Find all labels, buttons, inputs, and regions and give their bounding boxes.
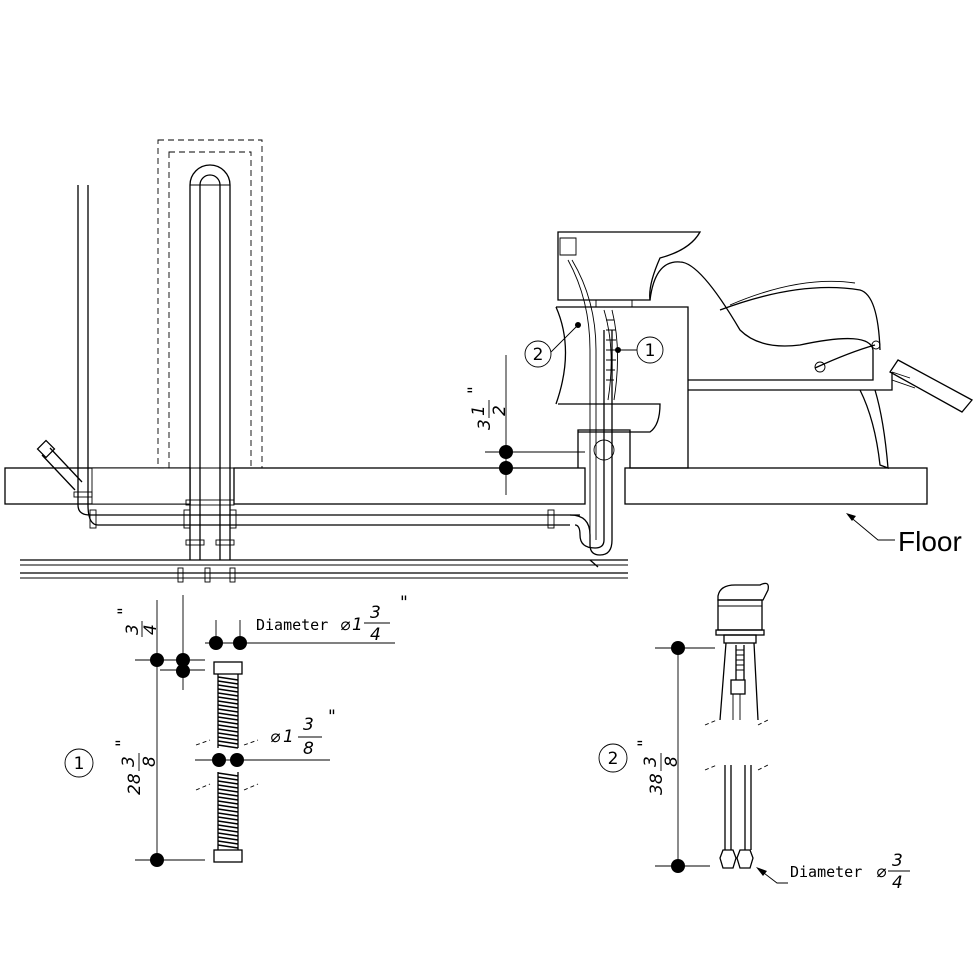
inner-diameter-den: 8: [303, 739, 314, 759]
hose-1-length-den: 8: [140, 756, 160, 767]
floor-label-group: Floor: [846, 513, 962, 557]
hose-1-coils: [217, 674, 239, 850]
wall-chase: [157, 139, 263, 469]
floor-slab: [4, 467, 928, 505]
nut-height-num: 3: [123, 624, 143, 635]
outer-diameter-unit: ": [400, 593, 408, 613]
hose-1-callout: 1: [74, 754, 85, 774]
hose-2-diameter-den: 4: [892, 873, 903, 893]
drain-height-den: 2: [490, 405, 510, 416]
hose-2-detail: Diameter ⌀ 3 4 38 3 8 " 2: [598, 582, 910, 893]
outer-diameter-den: 4: [370, 625, 381, 645]
drain-height-dimension: 3 1 2 ": [465, 355, 585, 495]
floor-label: Floor: [898, 526, 962, 557]
hose-2-diameter-symbol: ⌀: [876, 862, 887, 882]
hose-1-length-num: 3: [119, 756, 139, 767]
hose-2-callout: 2: [608, 749, 619, 769]
hose-2-diameter-label: Diameter: [790, 863, 862, 881]
hose-2-length-whole: 38: [647, 773, 667, 795]
nut-height-den: 4: [141, 624, 161, 635]
nut-height-unit: ": [115, 607, 135, 615]
hose-1-corrugation: [217, 676, 239, 849]
drain-height-whole: 3: [475, 419, 495, 430]
outer-diameter-symbol: ⌀: [340, 615, 351, 635]
hose-2-length-den: 8: [662, 756, 682, 767]
shampoo-chair: [555, 231, 974, 540]
hose-1-length-unit: ": [113, 739, 133, 747]
supply-pipes: [20, 164, 628, 583]
outer-diameter-num: 3: [370, 603, 381, 623]
inner-diameter-unit: ": [328, 707, 336, 727]
callout-2-label: 2: [533, 345, 544, 365]
hose-1-length-whole: 28: [125, 773, 145, 795]
callout-1: 1: [615, 336, 664, 364]
callout-2: 2: [524, 322, 581, 368]
inner-diameter-whole: 1: [283, 727, 294, 747]
drain-height-num: 1: [469, 405, 489, 416]
hose-2-length-unit: ": [635, 739, 655, 747]
callout-1-label: 1: [645, 341, 656, 361]
inner-diameter-symbol: ⌀: [270, 727, 281, 747]
outer-diameter-whole: 1: [352, 615, 363, 635]
hose-1-outline: [217, 674, 239, 850]
hose-1-detail: 3 4 " Diameter ⌀ 1 3 4 " ⌀ 1 3 8 " 28 3 …: [64, 593, 408, 867]
drain-height-unit: ": [465, 386, 485, 394]
hose-2-diameter-num: 3: [892, 851, 903, 871]
inner-diameter-num: 3: [303, 715, 314, 735]
outer-diameter-label: Diameter: [256, 616, 328, 634]
hose-2-length-num: 3: [641, 756, 661, 767]
